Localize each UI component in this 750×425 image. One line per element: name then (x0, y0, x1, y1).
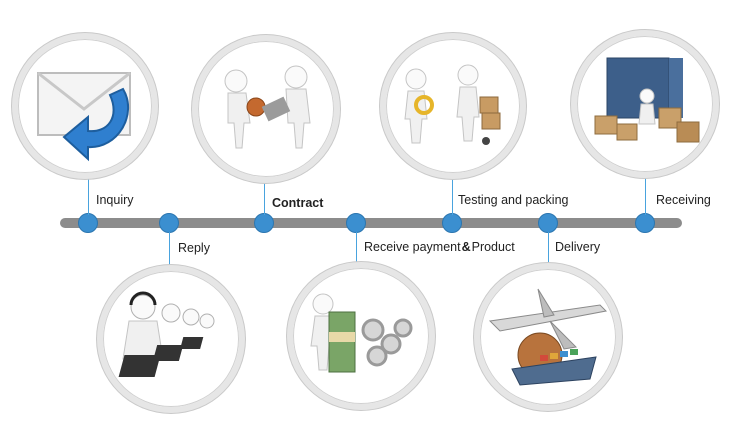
timeline-dot-inquiry (78, 213, 98, 233)
circle-delivery (474, 263, 622, 411)
label-receiving: Receiving (656, 193, 711, 207)
stem-reply (169, 232, 170, 268)
timeline-dot-receiving (635, 213, 655, 233)
money-gears-icon (310, 293, 413, 373)
timeline-dot-contract (254, 213, 274, 233)
timeline-dot-payment (346, 213, 366, 233)
contract-handshake-icon (224, 65, 311, 149)
stem-contract (264, 177, 265, 215)
label-receive-payment: Receive payment&Product (364, 240, 515, 254)
circle-reply (97, 265, 245, 413)
stem-receiving (645, 175, 646, 215)
label-testing: Testing and packing (458, 193, 569, 207)
container-boxes-icon (594, 57, 700, 143)
circle-payment (287, 262, 435, 410)
circle-contract (192, 35, 340, 183)
label-contract: Contract (272, 196, 324, 210)
timeline-dot-testing (442, 213, 462, 233)
circle-testing (380, 33, 526, 179)
support-agents-icon (118, 291, 215, 377)
timeline-dot-reply (159, 213, 179, 233)
circle-receiving (571, 30, 719, 178)
label-receive-payment-text: Receive payment (364, 240, 461, 254)
envelope-reply-icon (37, 71, 131, 162)
timeline-bar (60, 218, 682, 228)
label-product-text: Product (471, 240, 515, 254)
label-delivery: Delivery (555, 240, 601, 254)
stem-payment (356, 232, 357, 264)
label-inquiry: Inquiry (96, 193, 134, 207)
airplane-ship-icon (488, 288, 608, 386)
testing-packing-icon (404, 64, 501, 145)
label-reply: Reply (178, 241, 210, 255)
stem-inquiry (88, 175, 89, 215)
timeline-dot-delivery (538, 213, 558, 233)
circle-inquiry (12, 33, 158, 179)
stem-testing (452, 175, 453, 215)
stem-delivery (548, 232, 549, 264)
